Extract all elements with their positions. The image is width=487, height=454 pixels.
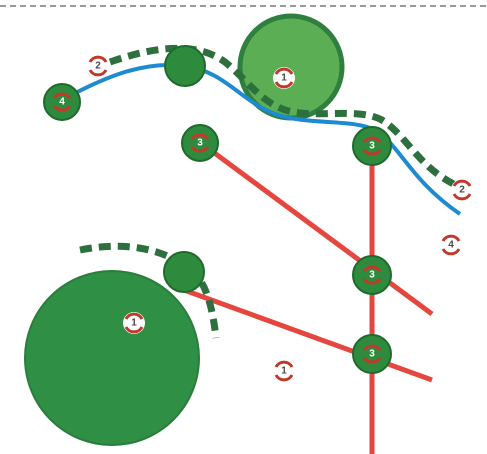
circular-arrows-icon: [362, 265, 382, 273]
circular-arrows-icon: [88, 55, 108, 63]
node-3-d-label: 3: [369, 349, 375, 360]
circular-arrows-icon: [124, 312, 144, 320]
zone-badge-big: 1: [123, 312, 145, 334]
zone-badge-big-label: 1: [131, 318, 137, 329]
node-3-a: 3: [181, 124, 219, 162]
circular-arrows-icon: [441, 234, 461, 242]
red-route-diagonal-lower: [183, 287, 433, 383]
circular-arrows-icon: [362, 136, 382, 144]
node-3-c-label: 3: [369, 270, 375, 281]
node-4: 4: [43, 83, 81, 121]
node-3-b: 3: [352, 126, 392, 166]
free-badge-2-right-label: 2: [459, 185, 465, 196]
circular-arrows-icon: [274, 67, 294, 75]
node-3-b-label: 3: [369, 141, 375, 152]
zone-badge-top: 1: [273, 67, 295, 89]
circular-arrows-icon: [190, 133, 210, 141]
node-top: [164, 45, 206, 87]
circular-arrows-icon: [452, 179, 472, 187]
free-badge-4-right-label: 4: [448, 240, 454, 251]
free-badge-4-right: 4: [440, 234, 462, 256]
zone-badge-top-label: 1: [281, 73, 287, 84]
node-4-label: 4: [59, 97, 65, 108]
nodes: 4 3 3 3: [43, 45, 392, 374]
free-badge-2-top: 2: [87, 55, 109, 77]
node-3-d: 3: [352, 334, 392, 374]
circular-arrows-icon: [274, 360, 294, 368]
node-3-c: 3: [352, 255, 392, 295]
blue-route: [59, 63, 462, 216]
red-route-diagonal-upper: [199, 140, 434, 317]
circular-arrows-icon: [362, 344, 382, 352]
free-badge-2-right: 2: [451, 179, 473, 201]
free-badge-1: 1: [273, 360, 295, 382]
red-routes: [183, 140, 434, 454]
free-badge-2-top-label: 2: [95, 61, 101, 72]
circular-arrows-icon: [52, 92, 72, 100]
node-left-mid: [163, 251, 205, 293]
free-badge-1-label: 1: [281, 366, 287, 377]
large-green-zone: [24, 270, 200, 446]
node-3-a-label: 3: [197, 138, 203, 149]
